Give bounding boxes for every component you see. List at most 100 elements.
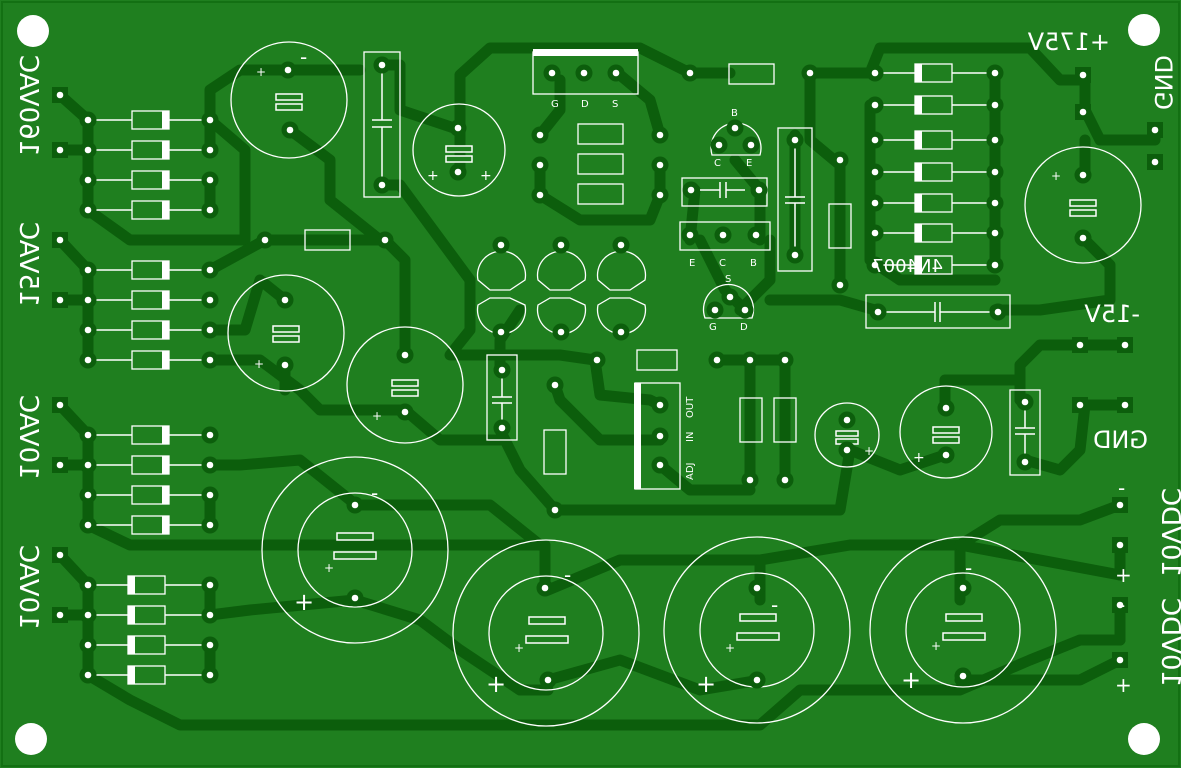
label-tr2-b: B [750,258,757,269]
pad-drill [551,506,559,514]
plus-mark: + [486,670,506,698]
pad-drill [781,476,789,484]
pad-drill [557,241,565,249]
diode [875,95,995,115]
diode [875,193,995,213]
pad-drill [871,168,879,176]
diode [875,255,995,275]
pad-drill [84,176,92,184]
plus-mark: + [254,357,264,371]
pad-drill [206,491,214,499]
pad-layer [52,56,1163,689]
pad-drill [497,328,505,336]
pad-drill [871,199,879,207]
pad-drill [791,251,799,259]
pad-drill [56,611,64,619]
pad-drill [206,461,214,469]
pad-drill [731,124,739,132]
pad-drill [843,416,851,424]
resistor-outline [543,429,567,475]
mounting-hole-bl [15,723,47,755]
resistor-outline [304,229,351,251]
film-capacitor-outline [1009,389,1041,476]
plus-mark: + [514,641,524,655]
pad-drill [1076,401,1084,409]
pad-drill [1079,108,1087,116]
pad-drill [84,266,92,274]
pad-drill [711,306,719,314]
capacitor-symbols [372,70,1035,460]
resistor-outline [577,183,624,205]
plus-mark: + [324,561,334,575]
label-mosfet-s: S [612,99,618,110]
pad-drill [206,326,214,334]
label-10vdc-a-minus: - [1118,476,1125,500]
label-10vdc-a-plus: + [1115,563,1132,587]
label-small-d: D [740,322,748,333]
diode [88,515,210,535]
film-capacitor-outline [865,294,1011,329]
mosfet-tab [533,49,638,56]
pad-drill [1116,656,1124,664]
diode [875,223,995,243]
pad-drill [551,381,559,389]
label-small-g: G [709,322,717,333]
pad-drill [206,296,214,304]
label-gnd-top: GND [1149,55,1177,110]
diode [88,200,210,220]
pad-drill [753,676,761,684]
film-capacitor-outline [777,127,813,272]
label-plus175v: +175V [1027,28,1110,56]
plus-mark: + [480,168,492,184]
pad-drill [871,101,879,109]
pad-drill [454,124,462,132]
plus-mark: + [696,670,716,698]
pad-drill [56,461,64,469]
pad-drill [84,521,92,529]
label-10vac-b: 10VAC [13,545,43,630]
pad-drill [498,366,506,374]
minus-mark: - [771,593,778,617]
pad-drill [656,161,664,169]
pad-drill [351,594,359,602]
pad-drill [1116,541,1124,549]
pad-drill [56,236,64,244]
pad-drill [656,461,664,469]
pad-drill [715,141,723,149]
label-160vac: 160VAC [13,55,43,156]
pad-drill [281,296,289,304]
plus-mark: + [864,444,874,458]
diode-outline [636,349,678,371]
big-capacitor-outline [261,456,449,644]
small-device-outline [536,250,587,291]
label-diode-part: 4N4007 [872,256,943,277]
pad-drill [497,241,505,249]
pad-drill [836,156,844,164]
mounting-hole-br [1128,723,1160,755]
pad-drill [56,401,64,409]
pad-drill [206,521,214,529]
pad-drill [84,671,92,679]
plus-mark: + [901,666,921,694]
pad-drill [84,146,92,154]
label-tr-c: C [714,158,721,169]
diode [875,63,995,83]
film-capacitor-outline [486,354,518,441]
pad-drill [281,361,289,369]
big-capacitor-inner [488,575,604,691]
label-reg-out: OUT [685,396,696,418]
pad-drill [284,66,292,74]
pad-drill [84,116,92,124]
pad-drill [755,186,763,194]
pad-drill [1079,234,1087,242]
pad-drill [686,69,694,77]
plus-mark: + [931,639,941,653]
pad-drill [286,126,294,134]
capacitor-outline [227,274,345,392]
pad-drill [991,101,999,109]
pad-drill [84,206,92,214]
pad-drill [56,551,64,559]
pad-drill [942,404,950,412]
pad-drill [1151,126,1159,134]
